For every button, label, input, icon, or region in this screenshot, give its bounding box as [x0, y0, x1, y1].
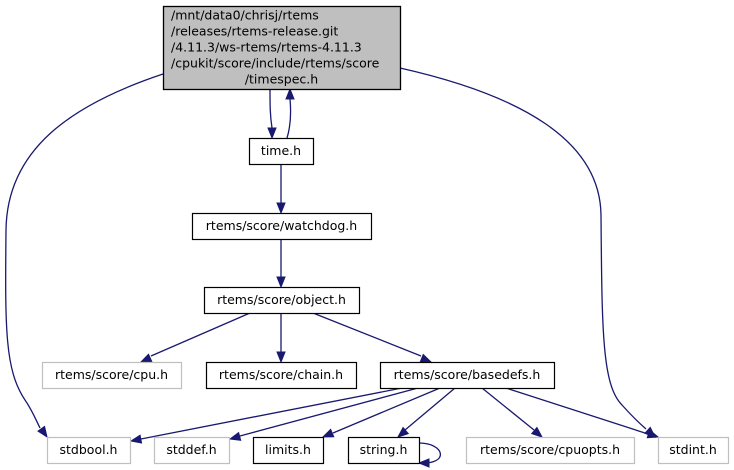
node-box	[657, 436, 730, 465]
arrowhead-icon	[396, 426, 410, 438]
edge-basedefs-to-stdbool	[129, 387, 403, 444]
node-label: limits.h	[265, 442, 311, 457]
edge-line	[5, 73, 164, 429]
node-label: stdint.h	[669, 442, 717, 457]
node-label: /cpukit/score/include/rtems/score	[171, 56, 380, 71]
arrowhead-icon	[285, 87, 295, 100]
node-label: rtems/score/basedefs.h	[394, 367, 541, 382]
edge-line	[418, 442, 441, 464]
arrowhead-icon	[419, 353, 433, 363]
edge-line	[312, 312, 422, 357]
node-basedefs[interactable]: rtems/score/basedefs.h	[379, 361, 556, 390]
arrowhead-icon	[530, 426, 544, 438]
node-box	[347, 436, 421, 465]
arrowhead-icon	[228, 431, 242, 441]
node-box	[191, 212, 373, 241]
edge-time-to-timespec	[285, 87, 295, 139]
node-label: /timespec.h	[245, 72, 318, 87]
node-limits[interactable]: limits.h	[252, 436, 325, 465]
node-label: /mnt/data0/chrisj/rtems	[171, 8, 319, 23]
arrowhead-icon	[417, 458, 430, 468]
arrowhead-icon	[321, 428, 335, 438]
edge-line	[399, 67, 647, 430]
edge-watchdog-to-object	[276, 239, 286, 289]
nodes-layer: /mnt/data0/chrisj/rtems/releases/rtems-r…	[41, 5, 730, 465]
edge-line	[239, 387, 419, 437]
edge-line	[404, 387, 456, 431]
edge-timespec-to-time	[267, 88, 277, 140]
node-label: rtems/score/object.h	[217, 292, 346, 307]
node-box	[153, 436, 231, 465]
node-label: rtems/score/chain.h	[219, 367, 343, 382]
edge-line	[150, 312, 251, 357]
node-cpuopts: rtems/score/cpuopts.h	[465, 436, 636, 465]
node-box	[46, 436, 132, 465]
node-label: time.h	[261, 143, 301, 158]
edge-line	[505, 387, 649, 435]
node-box	[203, 286, 361, 315]
edge-basedefs-to-cpuopts	[481, 387, 544, 438]
edge-timespec-to-stdbool	[5, 73, 164, 439]
node-box	[162, 5, 402, 91]
node-label: stdbool.h	[60, 442, 118, 457]
node-label: rtems/score/watchdog.h	[206, 218, 357, 233]
edge-line	[481, 387, 535, 431]
edge-line	[269, 88, 273, 129]
edge-basedefs-to-string	[396, 387, 456, 438]
node-watchdog[interactable]: rtems/score/watchdog.h	[191, 212, 373, 241]
node-stddef: stddef.h	[153, 436, 231, 465]
edge-line	[286, 98, 292, 139]
node-string[interactable]: string.h	[347, 436, 421, 465]
node-box	[205, 361, 358, 390]
node-object[interactable]: rtems/score/object.h	[203, 286, 361, 315]
arrowhead-icon	[276, 202, 286, 215]
node-box	[379, 361, 556, 390]
arrowhead-icon	[276, 351, 286, 364]
node-box	[248, 137, 315, 166]
edge-object-to-basedefs	[312, 312, 433, 363]
arrowhead-icon	[129, 434, 143, 444]
edge-time-to-watchdog	[276, 164, 286, 215]
edge-line	[140, 387, 403, 440]
arrowhead-icon	[276, 276, 286, 289]
node-box	[252, 436, 325, 465]
edges-layer	[5, 67, 660, 468]
edge-string-to-string	[417, 442, 441, 468]
edge-basedefs-to-limits	[321, 387, 441, 438]
edge-line	[332, 387, 441, 434]
node-chain[interactable]: rtems/score/chain.h	[205, 361, 358, 390]
edge-basedefs-to-stdint	[505, 387, 660, 439]
node-label: /4.11.3/ws-rtems/rtems-4.11.3	[171, 40, 362, 55]
edge-basedefs-to-stddef	[228, 387, 419, 441]
node-stdint: stdint.h	[657, 436, 730, 465]
edge-object-to-cpu	[139, 312, 251, 363]
edge-object-to-chain	[276, 313, 286, 364]
node-label: stddef.h	[166, 442, 216, 457]
arrowhead-icon	[267, 127, 277, 140]
node-label: string.h	[360, 442, 408, 457]
arrowhead-icon	[646, 429, 660, 439]
arrowhead-icon	[37, 425, 48, 439]
node-time[interactable]: time.h	[248, 137, 315, 166]
node-box	[41, 361, 183, 390]
node-label: rtems/score/cpuopts.h	[480, 442, 620, 457]
node-timespec[interactable]: /mnt/data0/chrisj/rtems/releases/rtems-r…	[162, 5, 402, 91]
node-box	[465, 436, 636, 465]
arrowhead-icon	[139, 353, 153, 363]
node-cpu: rtems/score/cpu.h	[41, 361, 183, 390]
node-stdbool: stdbool.h	[46, 436, 132, 465]
node-label: /releases/rtems-release.git	[171, 24, 338, 39]
node-label: rtems/score/cpu.h	[55, 367, 168, 382]
